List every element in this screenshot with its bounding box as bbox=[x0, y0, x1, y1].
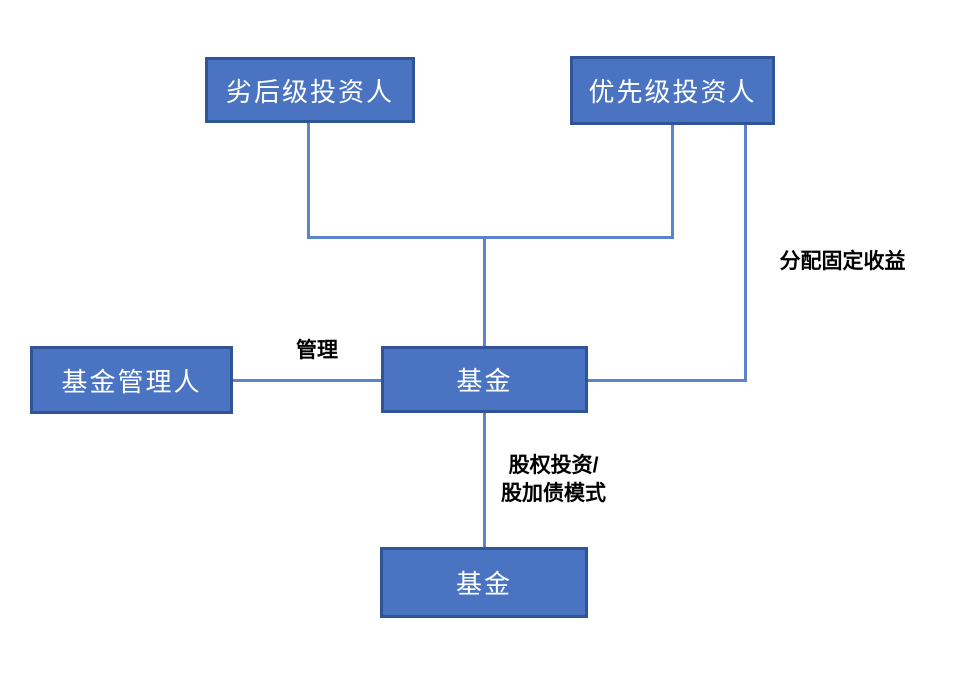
edge-label-manage: 管理 bbox=[296, 339, 338, 362]
edge-label-equity-mode: 股权投资/ 股加债模式 bbox=[486, 452, 621, 508]
connector-senior-down bbox=[671, 125, 674, 239]
connector-subordinated-down bbox=[307, 123, 310, 239]
connector-junction-to-fund bbox=[483, 239, 486, 347]
connector-manager-to-fund bbox=[233, 379, 381, 382]
edge-label-fixed-income: 分配固定收益 bbox=[779, 250, 906, 273]
node-fund-manager-label: 基金管理人 bbox=[61, 366, 202, 397]
connector-fund-to-invested-fund bbox=[483, 413, 486, 548]
connector-fund-to-elbow bbox=[588, 379, 747, 382]
edge-label-equity-line1: 股权投资/ bbox=[508, 454, 599, 477]
node-fund: 基金 bbox=[381, 346, 588, 413]
node-subordinated-investors-label: 劣后级投资人 bbox=[225, 76, 394, 107]
node-senior-investors: 优先级投资人 bbox=[570, 56, 775, 125]
node-fund-manager: 基金管理人 bbox=[30, 346, 233, 414]
connector-elbow-up-to-senior bbox=[744, 125, 747, 382]
node-invested-fund-label: 基金 bbox=[455, 569, 512, 599]
node-invested-fund: 基金 bbox=[380, 547, 588, 618]
node-senior-investors-label: 优先级投资人 bbox=[588, 77, 757, 107]
node-subordinated-investors: 劣后级投资人 bbox=[205, 57, 415, 123]
node-fund-label: 基金 bbox=[456, 366, 513, 396]
edge-label-equity-line2: 股加债模式 bbox=[501, 482, 606, 505]
connector-junction-horizontal bbox=[307, 236, 674, 239]
